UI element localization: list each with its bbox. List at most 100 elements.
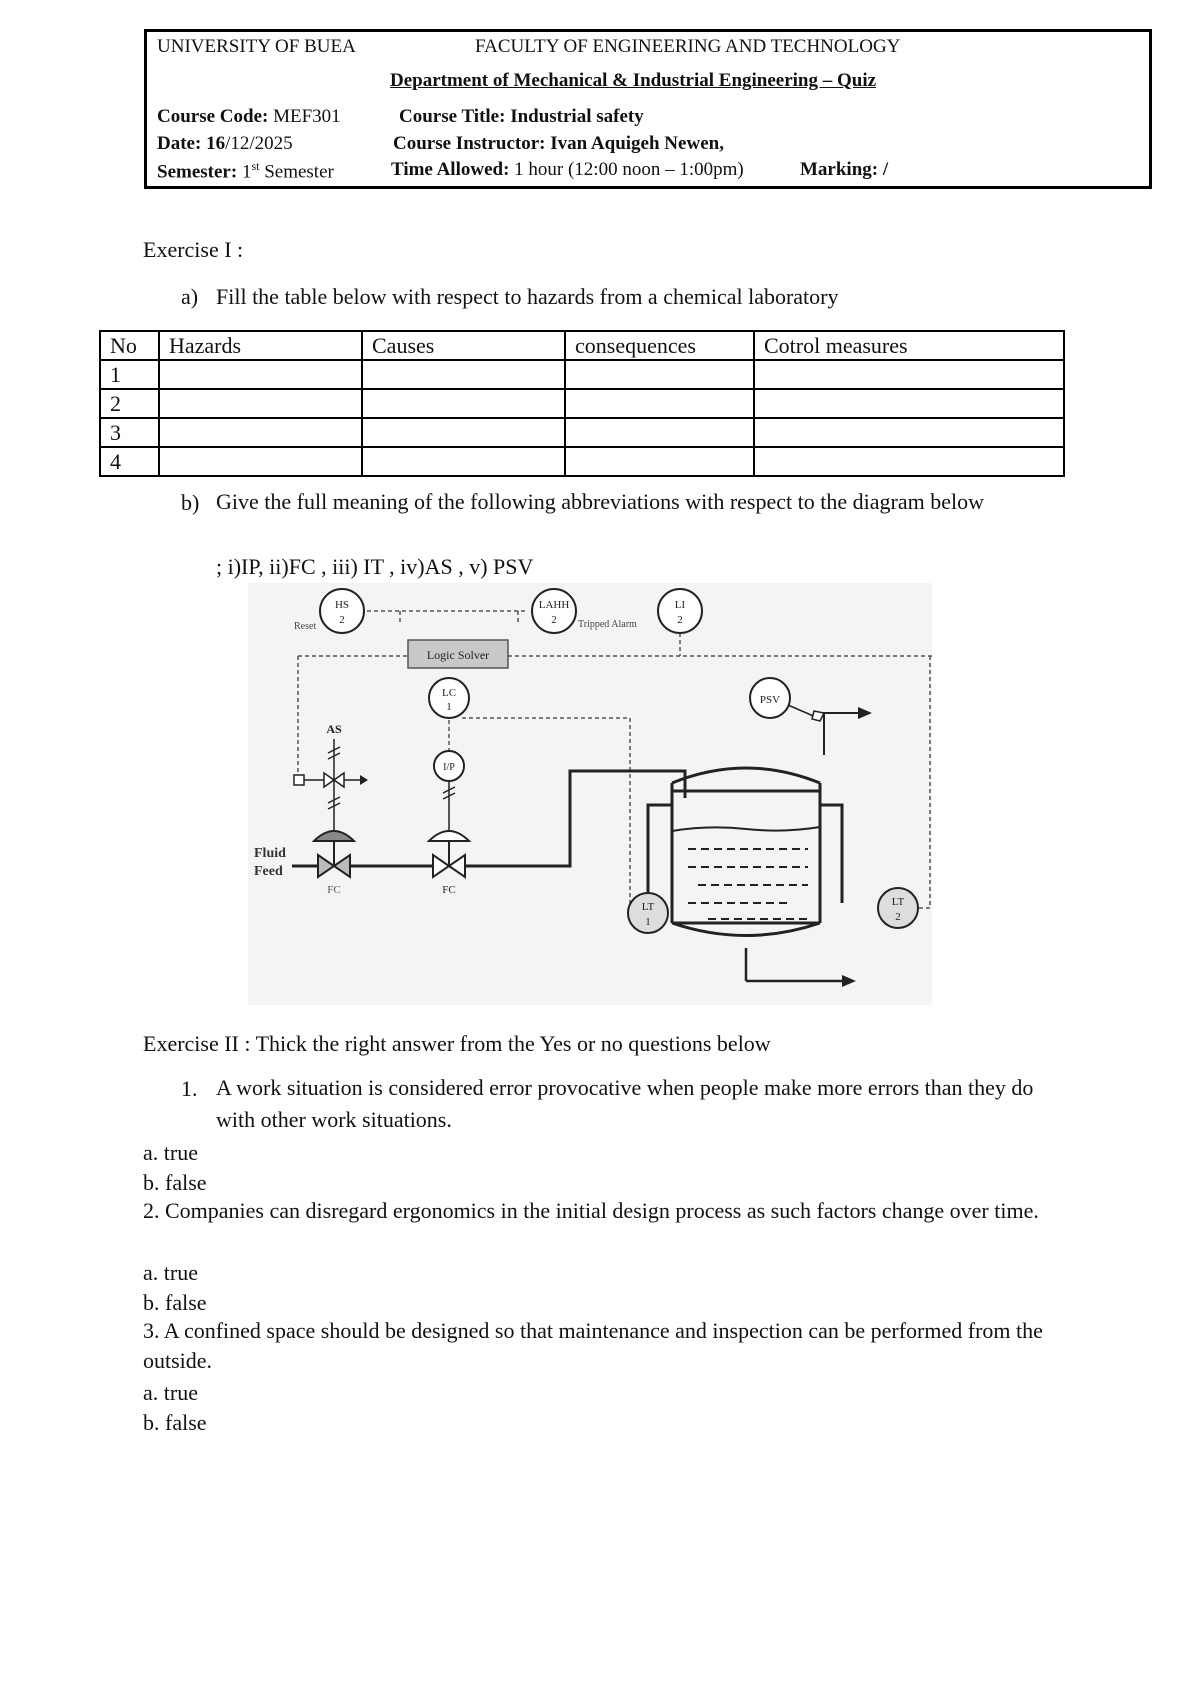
answer-cell[interactable]	[158, 388, 363, 419]
answer-cell[interactable]	[564, 417, 755, 448]
table-row: 4	[99, 446, 1065, 477]
svg-text:I/P: I/P	[443, 762, 455, 773]
question-a-marker: a)	[181, 284, 199, 309]
question-3-text: 3. A confined space should be designed s…	[143, 1318, 1043, 1373]
course-instructor: Course Instructor: Ivan Aquigeh Newen,	[393, 133, 724, 154]
fluid-label: Fluid	[254, 846, 286, 861]
lt-1-instrument: LT 1	[627, 892, 669, 934]
signal-hash-icon	[327, 796, 341, 804]
lt1-tap	[646, 803, 672, 913]
svg-text:LT: LT	[892, 896, 905, 908]
table-row: 3	[99, 417, 1065, 448]
svg-text:FC: FC	[442, 884, 455, 896]
feed-to-tank-pipe	[465, 769, 687, 868]
hs-2-instrument: HS 2	[319, 588, 365, 634]
course-title: Course Title: Industrial safety	[399, 106, 644, 127]
course-code: Course Code: MEF301	[157, 106, 341, 127]
answer-cell[interactable]	[361, 359, 566, 390]
signal-hash-icon	[327, 746, 341, 754]
answer-cell[interactable]	[753, 417, 1065, 448]
header-consequences: consequences	[564, 330, 755, 361]
signal-hash-icon	[442, 792, 456, 800]
lt-2-instrument: LT 2	[877, 887, 919, 929]
header-no: No	[99, 330, 160, 361]
reset-label: Reset	[294, 621, 316, 632]
q3-option-a[interactable]: a. true	[143, 1380, 198, 1405]
svg-text:2: 2	[677, 614, 683, 626]
psv-instrument: PSV	[749, 677, 791, 719]
question-2-text: 2. Companies can disregard ergonomics in…	[143, 1198, 1039, 1223]
feed-label: Feed	[254, 864, 283, 879]
question-b-text: Give the full meaning of the following a…	[216, 489, 984, 514]
lahh-2-instrument: LAHH 2	[531, 588, 577, 634]
table-row: 1	[99, 359, 1065, 390]
header-control-measures: Cotrol measures	[753, 330, 1065, 361]
question-a-text: Fill the table below with respect to haz…	[216, 284, 839, 309]
process-diagram: HS 2 Reset LAHH 2 Tripped Alarm LI 2 Log…	[248, 583, 932, 1005]
svg-text:1: 1	[446, 701, 452, 713]
faculty-name: FACULTY OF ENGINEERING AND TECHNOLOGY	[475, 36, 901, 57]
answer-cell[interactable]	[564, 388, 755, 419]
signal-hash-icon	[327, 802, 341, 810]
header-hazards: Hazards	[158, 330, 363, 361]
department-title: Department of Mechanical & Industrial En…	[390, 70, 877, 91]
svg-text:HS: HS	[335, 599, 349, 611]
svg-text:LAHH: LAHH	[539, 599, 570, 611]
question-1-marker: 1.	[181, 1076, 198, 1101]
fc-valve-1: FC	[311, 830, 357, 896]
tripped-alarm-label: Tripped Alarm	[578, 619, 637, 630]
hazards-table: No Hazards Causes consequences Cotrol me…	[99, 330, 1065, 477]
q2-option-b[interactable]: b. false	[143, 1290, 207, 1315]
answer-cell[interactable]	[158, 417, 363, 448]
answer-cell[interactable]	[564, 446, 755, 477]
answer-cell[interactable]	[361, 417, 566, 448]
q1-option-b[interactable]: b. false	[143, 1170, 207, 1195]
table-header-row: No Hazards Causes consequences Cotrol me…	[99, 330, 1065, 361]
row-number: 2	[99, 388, 160, 419]
svg-text:2: 2	[339, 614, 345, 626]
as-label: AS	[326, 722, 342, 736]
three-way-valve-icon	[323, 771, 345, 789]
answer-cell[interactable]	[158, 359, 363, 390]
q1-option-a[interactable]: a. true	[143, 1140, 198, 1165]
question-b-marker: b)	[181, 490, 200, 515]
answer-cell[interactable]	[753, 446, 1065, 477]
university-name: UNIVERSITY OF BUEA	[157, 36, 356, 57]
relief-discharge-line	[823, 712, 858, 755]
answer-cell[interactable]	[361, 388, 566, 419]
outlet-arrow-icon	[842, 975, 856, 987]
svg-text:1: 1	[645, 916, 651, 928]
header-causes: Causes	[361, 330, 566, 361]
signal-lines	[297, 610, 932, 914]
exercise-2-title: Exercise II : Thick the right answer fro…	[143, 1031, 771, 1056]
answer-cell[interactable]	[361, 446, 566, 477]
q2-option-a[interactable]: a. true	[143, 1260, 198, 1285]
svg-text:FC: FC	[327, 884, 340, 896]
answer-cell[interactable]	[753, 359, 1065, 390]
q3-option-b[interactable]: b. false	[143, 1410, 207, 1435]
exercise-1-title: Exercise I :	[143, 237, 244, 262]
semester: Semester: 1st Semester	[157, 159, 334, 183]
logic-solver-box: Logic Solver	[407, 639, 509, 669]
marking: Marking: /	[800, 159, 889, 180]
time-allowed: Time Allowed: 1 hour (12:00 noon – 1:00p…	[391, 159, 744, 180]
row-number: 4	[99, 446, 160, 477]
answer-cell[interactable]	[564, 359, 755, 390]
fc-valve-2: FC	[426, 830, 472, 896]
lc-1-instrument: LC 1	[428, 677, 470, 719]
question-1-text: A work situation is considered error pro…	[216, 1075, 1034, 1132]
relief-arrow-icon	[858, 707, 872, 719]
svg-text:LI: LI	[675, 599, 686, 611]
answer-cell[interactable]	[158, 446, 363, 477]
ip-transducer: I/P	[433, 750, 465, 782]
quiz-header: UNIVERSITY OF BUEA FACULTY OF ENGINEERIN…	[144, 29, 1152, 189]
row-number: 3	[99, 417, 160, 448]
svg-text:LC: LC	[442, 687, 456, 699]
svg-text:2: 2	[551, 614, 557, 626]
abbreviation-list: ; i)IP, ii)FC , iii) IT , iv)AS , v) PSV	[216, 554, 534, 579]
signal-hash-icon	[442, 786, 456, 794]
lt2-tap	[820, 803, 844, 903]
table-row: 2	[99, 388, 1065, 419]
li-2-instrument: LI 2	[657, 588, 703, 634]
answer-cell[interactable]	[753, 388, 1065, 419]
